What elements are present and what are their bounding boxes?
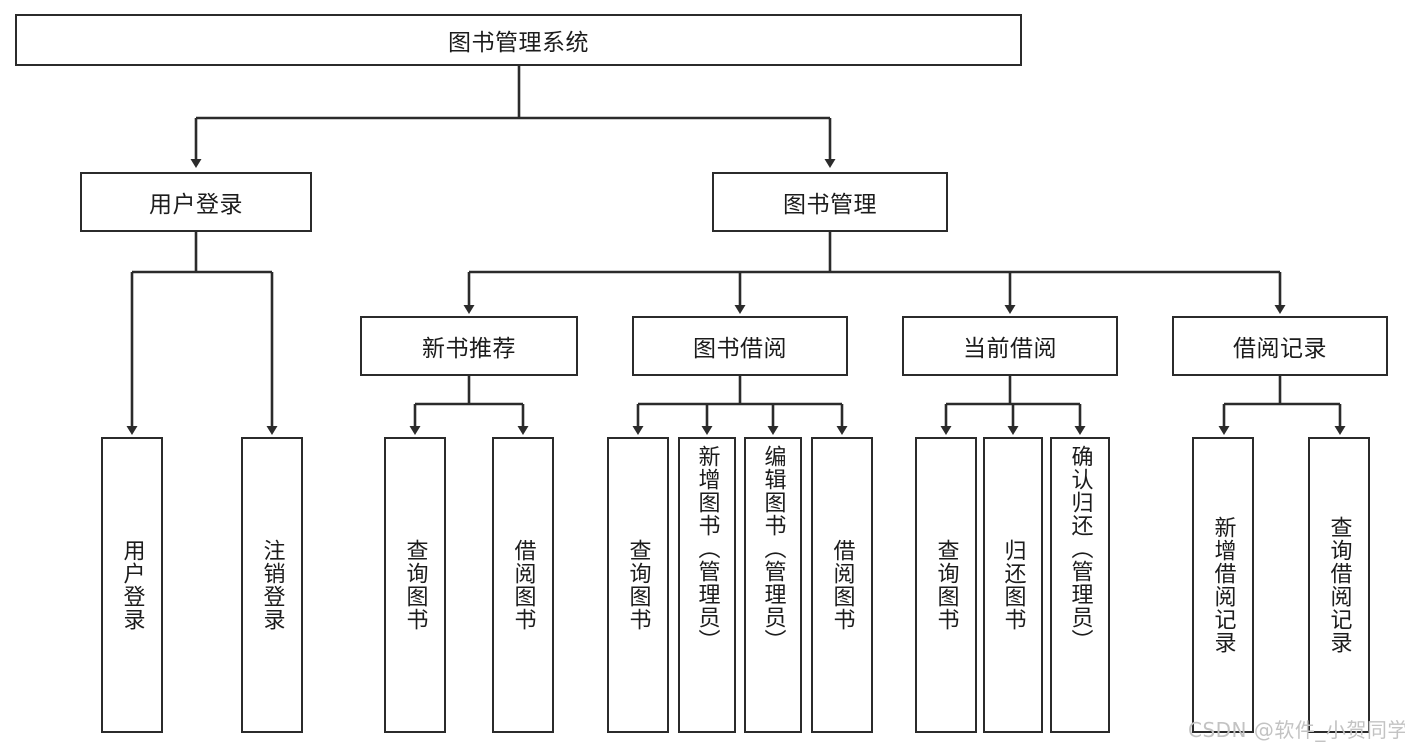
node-new-book-recommend[interactable]: 新书推荐 [360,316,578,376]
node-label: 归还图书 [1000,539,1026,631]
node-label: 查询图书 [933,539,959,631]
leaf-return-book[interactable]: 归还图书 [983,437,1043,733]
leaf-edit-book-admin[interactable]: 编辑图书（管理员） [744,437,802,733]
node-label: 借阅图书 [510,539,536,631]
node-label: 图书管理系统 [448,30,589,56]
node-current-borrow[interactable]: 当前借阅 [902,316,1118,376]
node-label: 新增图书（管理员） [694,445,720,652]
node-book-management[interactable]: 图书管理 [712,172,948,232]
leaf-add-borrow-record[interactable]: 新增借阅记录 [1192,437,1254,733]
node-label: 图书借阅 [693,336,787,362]
node-label: 借阅记录 [1233,336,1327,362]
leaf-add-book-admin[interactable]: 新增图书（管理员） [678,437,736,733]
node-borrow-record[interactable]: 借阅记录 [1172,316,1388,376]
leaf-query-book-current[interactable]: 查询图书 [915,437,977,733]
node-label: 新书推荐 [422,336,516,362]
node-user-login[interactable]: 用户登录 [80,172,312,232]
node-label: 当前借阅 [963,336,1057,362]
leaf-borrow-book-recommend[interactable]: 借阅图书 [492,437,554,733]
watermark-text: CSDN @软件_小贺同学 [1188,718,1405,742]
leaf-query-book-recommend[interactable]: 查询图书 [384,437,446,733]
node-root-system[interactable]: 图书管理系统 [15,14,1022,66]
node-label: 编辑图书（管理员） [760,445,786,652]
node-label: 新增借阅记录 [1210,516,1236,654]
leaf-query-borrow-record[interactable]: 查询借阅记录 [1308,437,1370,733]
node-label: 注销登录 [259,539,285,631]
leaf-confirm-return-admin[interactable]: 确认归还（管理员） [1050,437,1110,733]
leaf-query-book-borrow[interactable]: 查询图书 [607,437,669,733]
node-label: 借阅图书 [829,539,855,631]
node-label: 查询图书 [625,539,651,631]
node-label: 查询借阅记录 [1326,516,1352,654]
node-label: 图书管理 [783,192,877,218]
leaf-logout[interactable]: 注销登录 [241,437,303,733]
node-label: 确认归还（管理员） [1067,445,1093,652]
leaf-user-login[interactable]: 用户登录 [101,437,163,733]
node-label: 用户登录 [119,539,145,631]
leaf-borrow-book[interactable]: 借阅图书 [811,437,873,733]
node-label: 查询图书 [402,539,428,631]
node-book-borrow[interactable]: 图书借阅 [632,316,848,376]
node-label: 用户登录 [149,192,243,218]
